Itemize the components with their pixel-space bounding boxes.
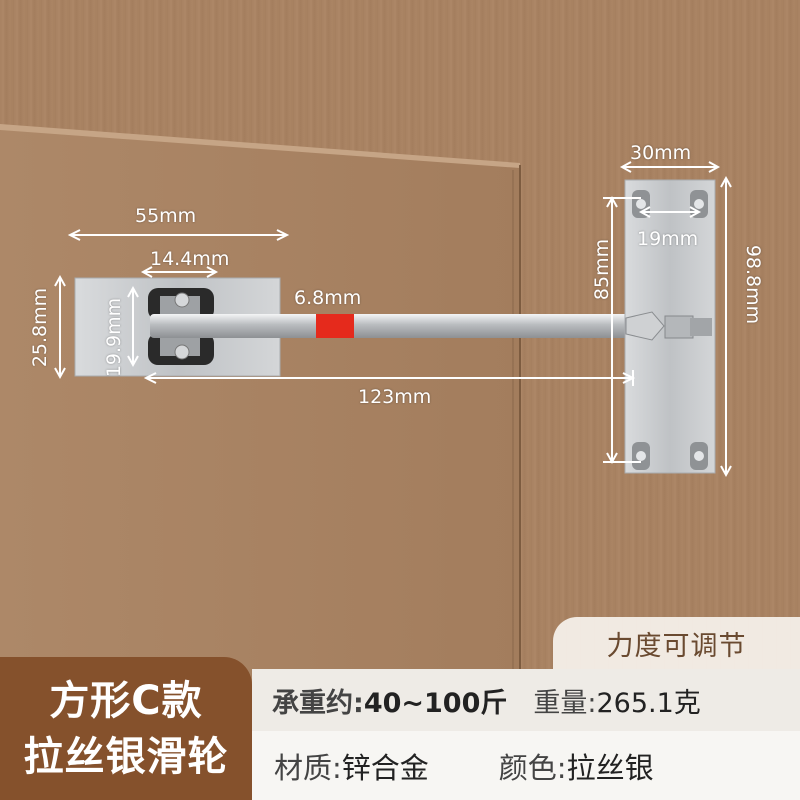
color-value: 拉丝银 [566, 750, 654, 785]
dim-plate-width: 30mm [630, 142, 692, 164]
dim-rod-diameter: 6.8mm [294, 287, 362, 309]
model-line1: 方形C款 [49, 677, 203, 724]
dim-hole-spacing-v: 85mm [591, 238, 614, 301]
dim-hole-spacing-h: 19mm [637, 228, 699, 250]
load-label: 承重约: [272, 687, 364, 719]
material-label: 材质: [274, 750, 342, 785]
dim-cover-width: 55mm [135, 205, 197, 227]
dim-cover-height: 25.8mm [29, 287, 52, 368]
model-line2: 拉丝银滑轮 [23, 733, 229, 780]
door-leaf [0, 130, 520, 680]
weight-label: 重量: [533, 687, 597, 719]
spec-row-material-color: 材质: 锌合金 颜色: 拉丝银 [252, 731, 800, 800]
load-value: 40~100斤 [363, 687, 508, 719]
arm-rod [150, 314, 630, 338]
material-value: 锌合金 [341, 750, 429, 785]
spec-row-load-weight: 承重约: 40~100斤 重量: 265.1克 [252, 669, 800, 731]
feature-tag: 力度可调节 [553, 617, 800, 669]
weight-value: 265.1克 [596, 687, 701, 719]
model-badge: 方形C款 拉丝银滑轮 [0, 657, 252, 800]
dim-roller-height: 19.9mm [103, 297, 126, 378]
color-label: 颜色: [498, 750, 567, 785]
rod-marker [316, 314, 354, 338]
dim-roller-width: 14.4mm [150, 248, 230, 270]
door-edge [0, 124, 520, 168]
dim-arm-length: 123mm [358, 386, 432, 408]
dim-plate-height: 98.8mm [742, 244, 765, 325]
